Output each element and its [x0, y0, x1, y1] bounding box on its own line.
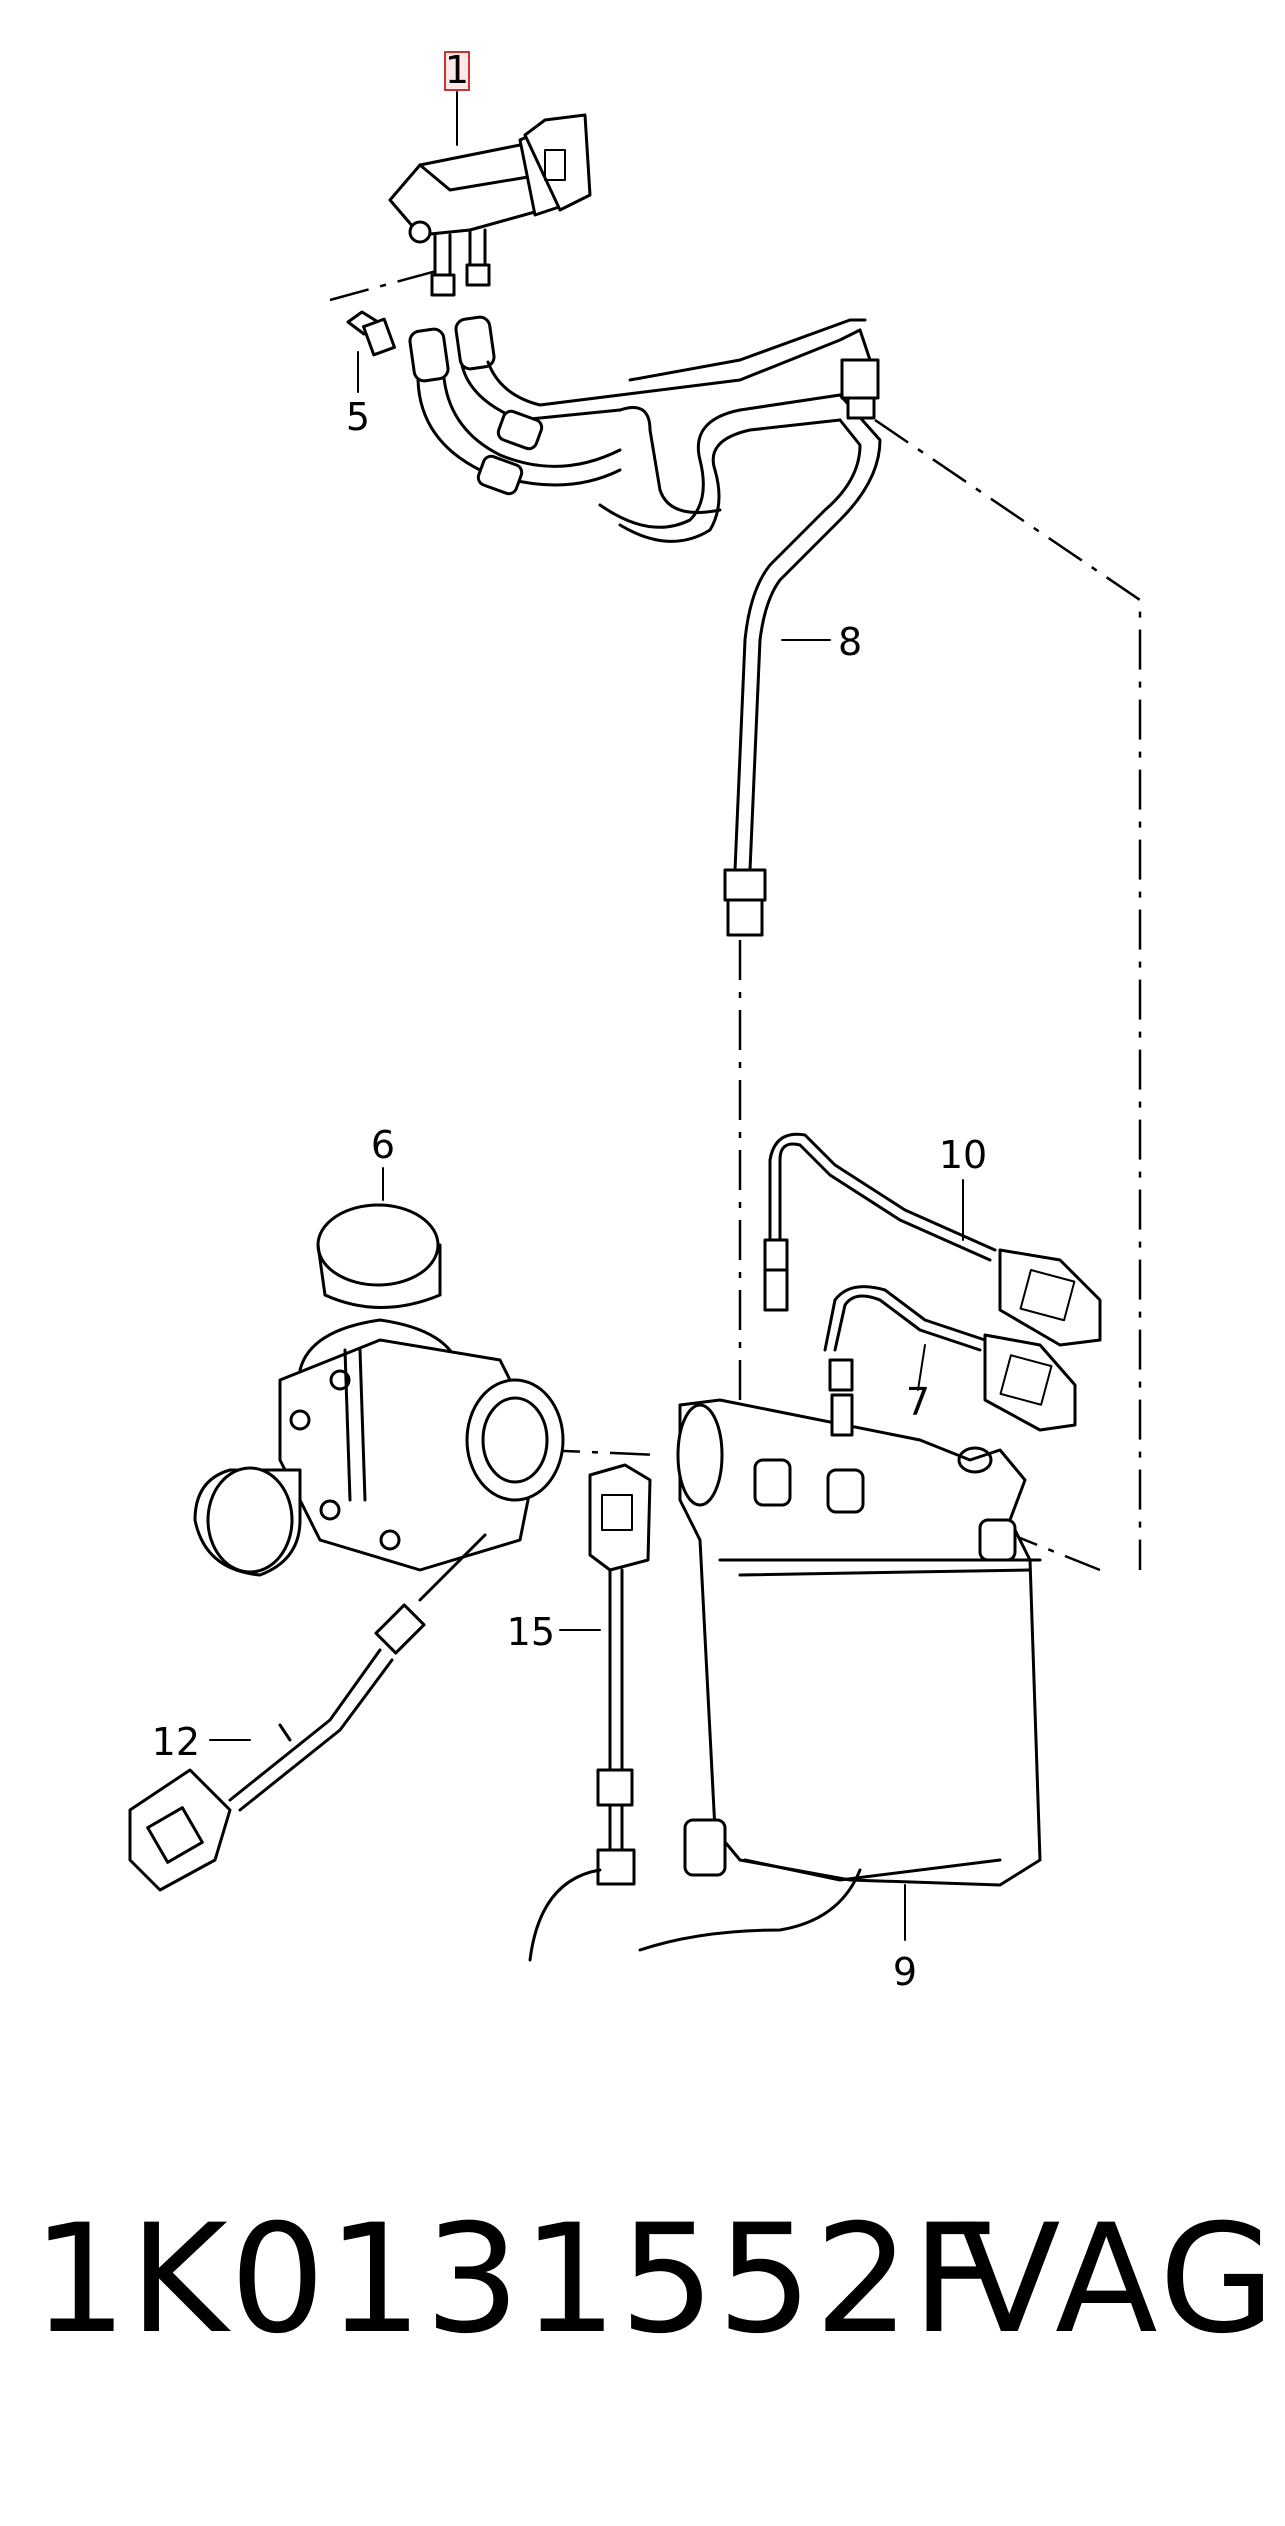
temperature-sensor-part-10: 10 [763, 1132, 1102, 1347]
temperature-sensor-part-7: 7 [823, 1285, 1077, 1437]
particulate-filter-part-9: 9 [528, 1398, 1042, 1994]
callout-5: 5 [346, 395, 370, 439]
part-number-label: 1K0131552F [32, 2193, 1001, 2367]
turbocharger-part-6: 6 [193, 1123, 565, 1577]
callout-8: 8 [838, 620, 862, 664]
callout-9: 9 [893, 1950, 917, 1994]
sensor-part-15: 15 [507, 1463, 652, 1886]
callout-10: 10 [939, 1133, 987, 1177]
callout-6: 6 [371, 1123, 395, 1167]
callout-1: 1 [445, 48, 469, 92]
pressure-pipes: 8 [408, 315, 882, 937]
brand-label: VAG [958, 2193, 1280, 2367]
callout-15: 15 [507, 1610, 555, 1654]
callout-12: 12 [152, 1720, 200, 1764]
callout-7: 7 [906, 1380, 930, 1424]
pressure-sensor-part-1: 1 [388, 48, 592, 297]
bolt-part-5: 5 [346, 310, 396, 439]
temperature-sensor-part-12: 12 [128, 1533, 487, 1892]
